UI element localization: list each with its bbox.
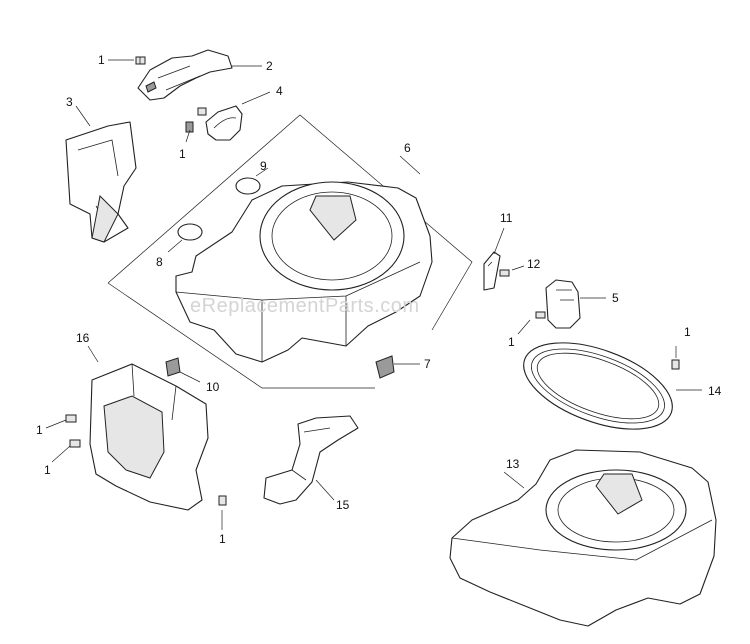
part-9-plug <box>235 177 261 195</box>
part-1-screw-4 <box>185 107 207 133</box>
callout-3: 3 <box>66 95 73 109</box>
callout-14: 14 <box>708 384 722 398</box>
callout-16: 16 <box>76 331 90 345</box>
part-1-screw-5 <box>535 311 546 319</box>
part-5-bracket <box>545 279 581 329</box>
callout-8: 8 <box>156 255 163 269</box>
callout-1: 1 <box>219 532 226 546</box>
part-6-blower-housing <box>175 181 433 363</box>
part-8-plug <box>177 223 203 241</box>
part-3-side-shield <box>65 121 137 243</box>
part-1-screw-16a <box>65 414 77 423</box>
part-1-screw-top <box>135 56 146 65</box>
callout-6: 6 <box>404 141 411 155</box>
callout-1: 1 <box>36 423 43 437</box>
part-15-bracket <box>263 415 359 505</box>
part-1-screw-16b <box>69 439 81 448</box>
part-1-screw-bottom <box>218 495 227 506</box>
callout-1: 1 <box>44 463 51 477</box>
part-16-side-baffle <box>89 363 209 511</box>
callout-13: 13 <box>506 457 520 471</box>
callout-9: 9 <box>260 159 267 173</box>
callout-1: 1 <box>98 53 105 67</box>
part-13-lower-housing <box>449 449 717 627</box>
callout-1: 1 <box>179 147 186 161</box>
part-10-grommet <box>165 357 181 377</box>
part-1-screw-14 <box>671 359 680 370</box>
callout-5: 5 <box>612 291 619 305</box>
part-7-clip <box>375 355 395 379</box>
part-12-screw <box>499 269 510 277</box>
callout-12: 12 <box>527 257 541 271</box>
part-11-plate <box>483 251 501 291</box>
callout-2: 2 <box>266 59 273 73</box>
callout-15: 15 <box>336 498 350 512</box>
part-2-bracket <box>137 49 233 101</box>
callout-1: 1 <box>508 335 515 349</box>
part-4-cover <box>205 105 243 141</box>
callout-7: 7 <box>424 357 431 371</box>
part-14-ring <box>523 342 673 430</box>
callout-4: 4 <box>276 84 283 98</box>
callout-11: 11 <box>500 211 513 225</box>
callout-1: 1 <box>684 325 691 339</box>
watermark: eReplacementParts.com <box>190 295 419 317</box>
callout-10: 10 <box>206 380 220 394</box>
leader-lines <box>45 59 702 530</box>
